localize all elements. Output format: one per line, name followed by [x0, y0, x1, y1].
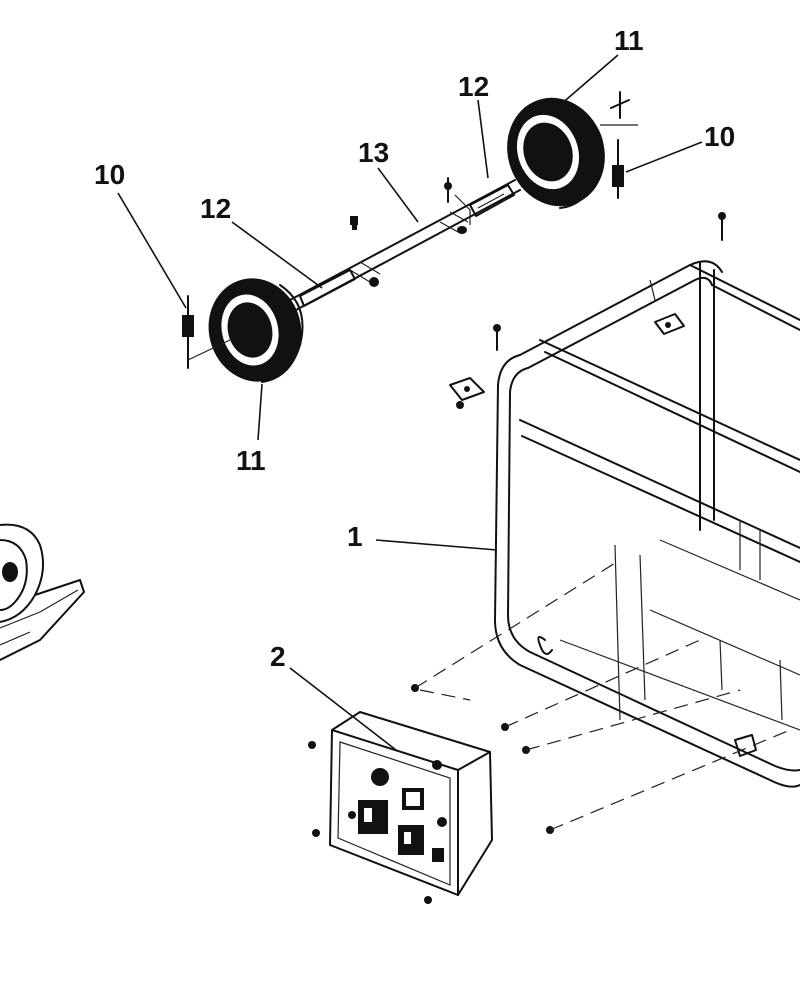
callout-11-right: 11	[614, 25, 644, 56]
callout-labels: 10 12 13 12 11 10 11 1 2	[94, 25, 735, 672]
control-panel	[308, 684, 554, 904]
callout-13: 13	[358, 137, 389, 168]
callout-11-left: 11	[236, 445, 266, 476]
wheel-lower	[208, 278, 304, 383]
callout-10-left: 10	[94, 159, 125, 190]
wheel-upper	[507, 97, 605, 209]
callout-2: 2	[270, 641, 286, 672]
engine-partial	[0, 523, 85, 661]
callout-12-left: 12	[200, 193, 231, 224]
callout-12-right: 12	[458, 71, 489, 102]
axle-hardware	[350, 177, 471, 287]
wheel-kit	[182, 91, 638, 383]
assembly-lines	[414, 559, 791, 831]
callout-1: 1	[347, 521, 363, 552]
axle	[289, 179, 521, 311]
bolt-left	[182, 295, 231, 369]
leader-lines	[117, 54, 703, 751]
callout-10-right: 10	[704, 121, 735, 152]
bolt-right	[600, 91, 638, 199]
frame	[449, 212, 800, 788]
